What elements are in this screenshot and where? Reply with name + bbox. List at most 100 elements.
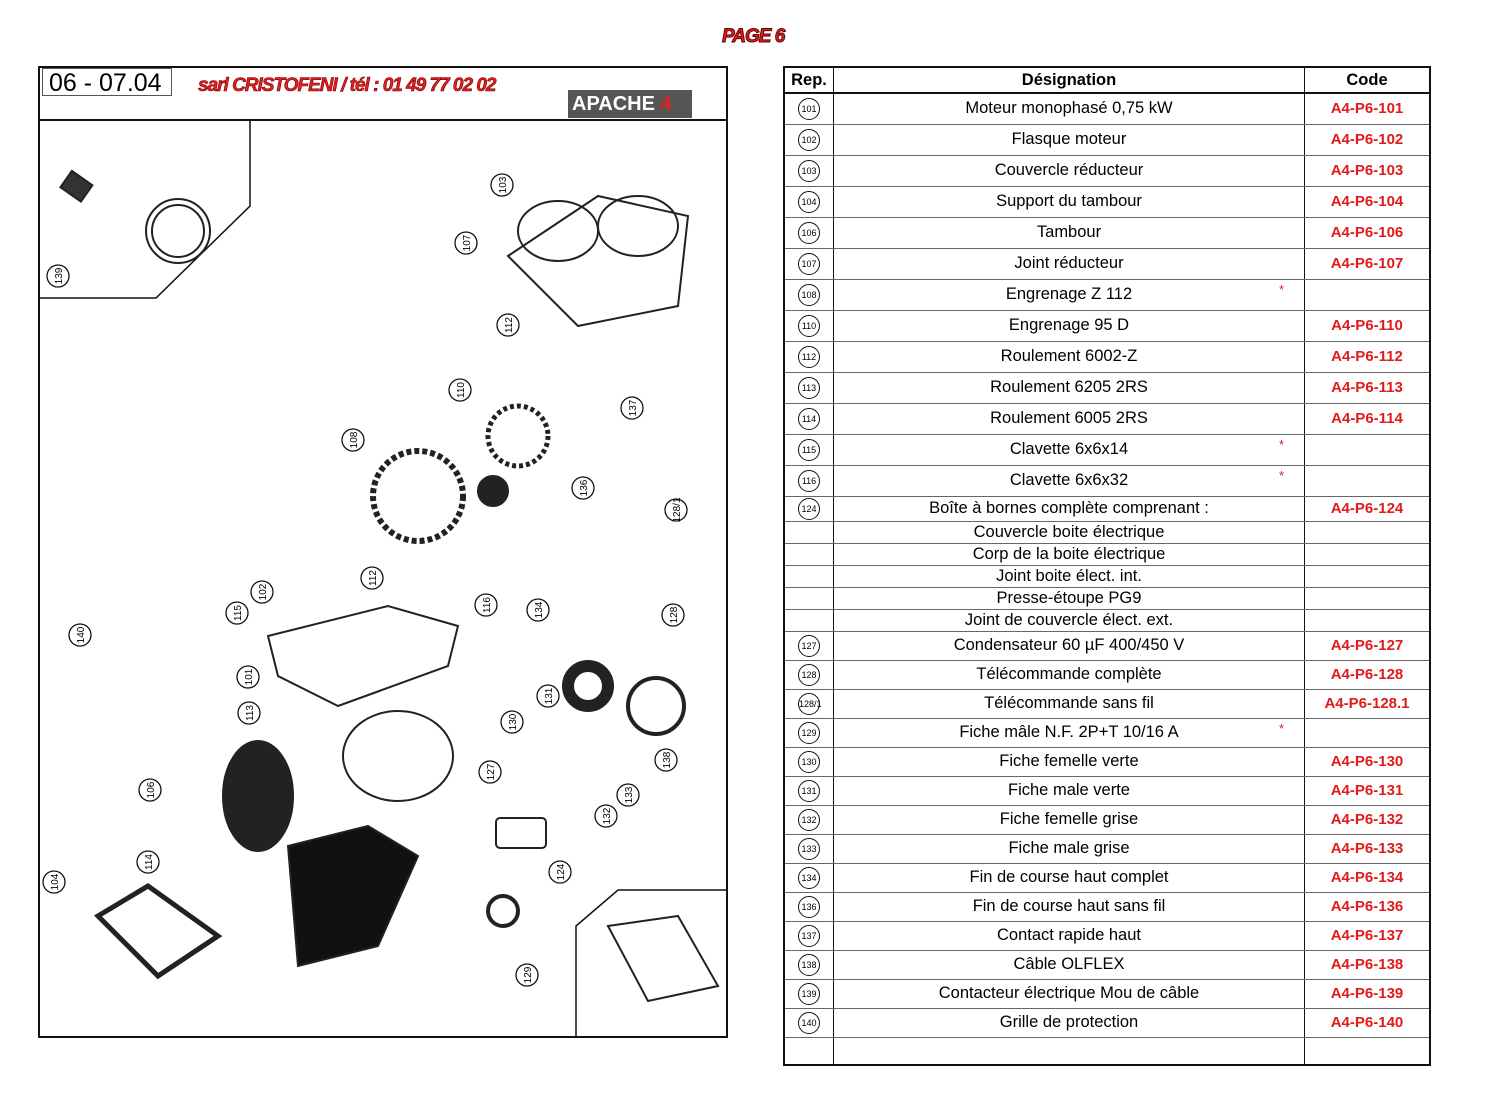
designation-text: Câble OLFLEX xyxy=(1013,955,1125,973)
code-cell: A4-P6-131 xyxy=(1304,776,1431,806)
document-reference: 06 - 07.04 xyxy=(42,68,172,97)
table-row: 134 Fin de course haut complet A4-P6-134 xyxy=(783,863,1431,893)
rep-cell: 124 xyxy=(783,496,834,522)
callout-number: 130 xyxy=(508,713,519,730)
rep-badge: 131 xyxy=(798,779,820,802)
callout-number: 127 xyxy=(486,763,497,780)
page-label: PAGE 6 xyxy=(721,26,785,48)
rep-badge: 107 xyxy=(798,252,820,275)
part-callout: 112 xyxy=(496,313,520,337)
rep-badge: 130 xyxy=(798,750,820,773)
rep-cell xyxy=(783,565,834,588)
callout-number: 103 xyxy=(498,176,509,193)
designation-text: Fin de course haut sans fil xyxy=(972,897,1166,915)
rep-badge: 133 xyxy=(798,837,820,860)
rep-badge: 113 xyxy=(798,376,820,399)
callout-number: 138 xyxy=(662,751,673,768)
designation-text: Fiche femelle grise xyxy=(999,810,1139,828)
designation-cell: Fiche male verte xyxy=(833,776,1305,806)
designation-cell: Clavette 6x6x32* xyxy=(833,465,1305,497)
rep-badge: 110 xyxy=(798,314,820,337)
rep-cell: 101 xyxy=(783,93,834,125)
designation-cell: Contacteur électrique Mou de câble xyxy=(833,979,1305,1009)
designation-cell: Joint boite élect. int. xyxy=(833,565,1305,588)
callout-number: 132 xyxy=(602,807,613,824)
table-row: 110 Engrenage 95 D A4-P6-110 xyxy=(783,310,1431,342)
designation-text: Engrenage Z 112 xyxy=(1005,285,1133,303)
rep-badge: 138 xyxy=(798,953,820,976)
designation-cell: Roulement 6002-Z xyxy=(833,341,1305,373)
table-row: 127 Condensateur 60 µF 400/450 V A4-P6-1… xyxy=(783,631,1431,661)
table-row: 112 Roulement 6002-Z A4-P6-112 xyxy=(783,341,1431,373)
designation-text: Tambour xyxy=(1036,223,1102,241)
code-cell xyxy=(1304,718,1431,748)
part-callout: 102 xyxy=(250,580,274,604)
designation-text: Joint boite élect. int. xyxy=(996,566,1142,585)
callout-number: 102 xyxy=(258,583,269,600)
part-callout: 101 xyxy=(236,665,260,689)
table-row: 104 Support du tambour A4-P6-104 xyxy=(783,186,1431,218)
code-cell: A4-P6-103 xyxy=(1304,155,1431,187)
rep-cell: 128/1 xyxy=(783,689,834,719)
code-cell: A4-P6-101 xyxy=(1304,93,1431,125)
header-designation: Désignation xyxy=(833,67,1305,94)
designation-text: Télécommande sans fil xyxy=(984,694,1154,712)
designation-text: Clavette 6x6x14 xyxy=(1009,440,1129,458)
table-row: Joint boite élect. int. xyxy=(783,565,1431,588)
rep-cell: 112 xyxy=(783,341,834,373)
callout-number: 131 xyxy=(544,687,555,704)
table-row: 139 Contacteur électrique Mou de câble A… xyxy=(783,979,1431,1009)
part-callout: 104 xyxy=(42,870,66,894)
callout-number: 136 xyxy=(579,479,590,496)
part-callout: 128 xyxy=(661,603,685,627)
table-row: Joint de couvercle élect. ext. xyxy=(783,609,1431,632)
rep-cell: 138 xyxy=(783,950,834,980)
designation-text: Corp de la boite électrique xyxy=(972,544,1166,563)
table-row: 128/1 Télécommande sans fil A4-P6-128.1 xyxy=(783,689,1431,719)
callout-number: 101 xyxy=(244,668,255,685)
table-row: 128 Télécommande complète A4-P6-128 xyxy=(783,660,1431,690)
part-callout: 110 xyxy=(448,378,472,402)
table-row: 131 Fiche male verte A4-P6-131 xyxy=(783,776,1431,806)
part-callout: 129 xyxy=(515,963,539,987)
rep-cell: 110 xyxy=(783,310,834,342)
rep-cell xyxy=(783,609,834,632)
table-row: 115 Clavette 6x6x14* xyxy=(783,434,1431,466)
table-row: 133 Fiche male grise A4-P6-133 xyxy=(783,834,1431,864)
exploded-diagram: 139103107112110137108136128/111210211511… xyxy=(38,119,728,1038)
designation-text: Joint réducteur xyxy=(1014,254,1124,272)
header-rep: Rep. xyxy=(783,67,834,94)
rep-cell: 136 xyxy=(783,892,834,922)
rep-badge: 139 xyxy=(798,982,820,1005)
designation-cell: Fiche femelle verte xyxy=(833,747,1305,777)
part-callout: 138 xyxy=(654,748,678,772)
callout-number: 139 xyxy=(54,267,65,284)
logo-number: 4 xyxy=(660,93,672,115)
part-callout: 134 xyxy=(526,598,550,622)
rep-cell: 114 xyxy=(783,403,834,435)
table-row: 114 Roulement 6005 2RS A4-P6-114 xyxy=(783,403,1431,435)
designation-text: Fiche femelle verte xyxy=(999,752,1139,770)
table-row: Corp de la boite électrique xyxy=(783,543,1431,566)
part-callout: 106 xyxy=(138,778,162,802)
callout-number: 107 xyxy=(462,234,473,251)
rep-cell: 115 xyxy=(783,434,834,466)
apache-logo: APACHE 4 xyxy=(568,90,692,118)
designation-text: Contact rapide haut xyxy=(996,926,1141,944)
rep-badge: 134 xyxy=(798,866,820,889)
callout-number: 106 xyxy=(146,781,157,798)
designation-text: Fiche male grise xyxy=(1008,839,1130,857)
rep-badge: 127 xyxy=(798,634,820,657)
designation-text: Fin de course haut complet xyxy=(969,868,1169,886)
code-cell xyxy=(1304,521,1431,544)
designation-text: Clavette 6x6x32 xyxy=(1009,471,1129,489)
rep-badge: 106 xyxy=(798,221,820,244)
rep-badge: 140 xyxy=(798,1011,820,1034)
code-cell: A4-P6-132 xyxy=(1304,805,1431,835)
designation-cell: Engrenage 95 D xyxy=(833,310,1305,342)
table-row: Presse-étoupe PG9 xyxy=(783,587,1431,610)
designation-cell: Joint de couvercle élect. ext. xyxy=(833,609,1305,632)
asterisk-mark: * xyxy=(1278,281,1284,297)
part-callout: 128/1 xyxy=(664,497,688,523)
rep-cell: 106 xyxy=(783,217,834,249)
